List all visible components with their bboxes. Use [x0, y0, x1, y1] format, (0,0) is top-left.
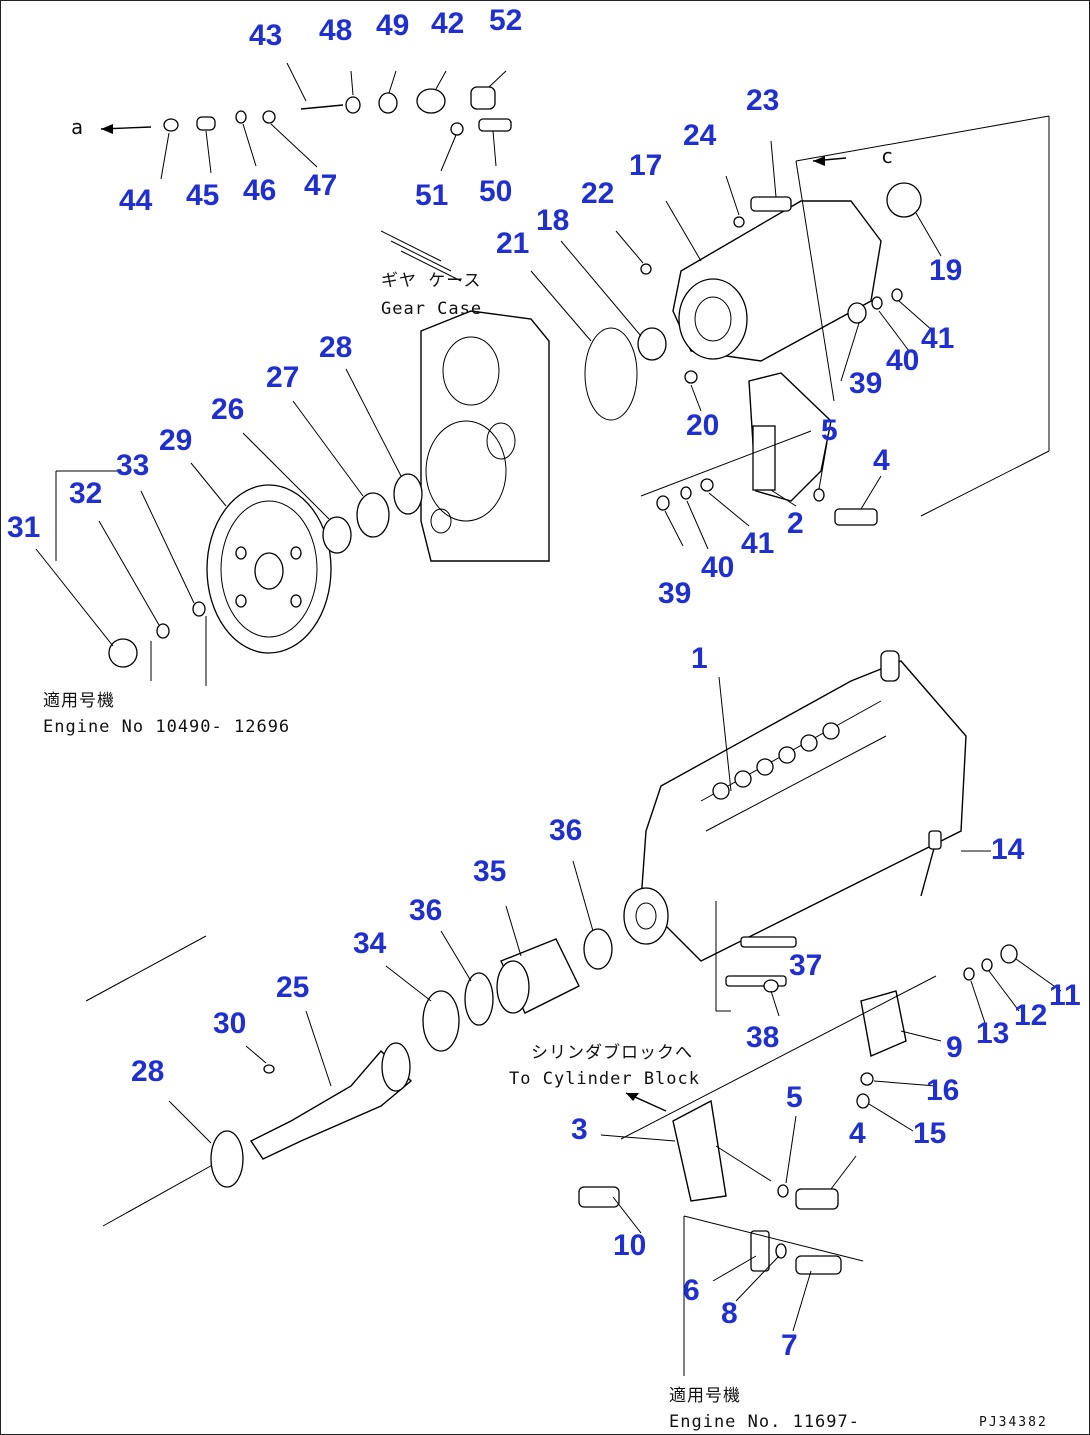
callout-16: 16 [926, 1074, 960, 1107]
callout-31: 31 [7, 511, 41, 544]
lower-bracket [578, 944, 1062, 1376]
callout-21: 21 [496, 227, 530, 260]
coupling-parts [85, 860, 613, 1227]
callout-32: 32 [69, 477, 103, 510]
serial-note-top-jp: 適用号機 [43, 691, 115, 711]
to-block-label-jp: シリンダブロックへ [531, 1043, 693, 1063]
callout-48: 48 [319, 14, 353, 47]
callout-26: 26 [211, 393, 245, 426]
callout-50: 50 [479, 175, 513, 208]
callout-19: 19 [929, 254, 963, 287]
callout-34: 34 [353, 927, 387, 960]
callout-22: 22 [581, 177, 615, 210]
callout-6: 6 [683, 1274, 700, 1307]
callout-28b: 28 [131, 1055, 165, 1088]
callout-14: 14 [991, 833, 1025, 866]
drive-housing [530, 115, 1050, 550]
callout-52: 52 [489, 4, 523, 37]
gear-case-label-en: Gear Case [381, 299, 483, 319]
callout-4a: 4 [873, 444, 890, 477]
callout-5a: 5 [821, 414, 838, 447]
callout-45: 45 [186, 179, 220, 212]
serial-note-bottom-en: Engine No. 11697- [669, 1412, 860, 1432]
callout-39b: 39 [658, 577, 692, 610]
callout-42: 42 [431, 7, 465, 40]
callout-25: 25 [276, 971, 310, 1004]
callout-38: 38 [746, 1021, 780, 1054]
callout-27: 27 [266, 361, 300, 394]
callout-1: 1 [691, 642, 708, 675]
serial-note-bottom-jp: 適用号機 [669, 1386, 741, 1406]
serial-note-top-en: Engine No 10490- 12696 [43, 717, 291, 737]
callout-46: 46 [243, 174, 277, 207]
callout-13: 13 [976, 1017, 1010, 1050]
callout-40b: 40 [701, 551, 735, 584]
callout-36b: 36 [409, 894, 443, 927]
callout-3: 3 [571, 1113, 588, 1146]
callout-4b: 4 [849, 1117, 866, 1150]
gear-case-label-jp: ギヤ ケース [381, 271, 482, 291]
marker-a: a [71, 115, 85, 139]
callout-43: 43 [249, 19, 283, 52]
callout-5b: 5 [786, 1081, 803, 1114]
callout-39a: 39 [849, 367, 883, 400]
callout-28a: 28 [319, 331, 353, 364]
to-block-label-en: To Cylinder Block [509, 1069, 700, 1089]
callout-36a: 36 [549, 814, 583, 847]
callout-37: 37 [789, 949, 823, 982]
drive-gear [35, 368, 423, 686]
callout-40a: 40 [886, 344, 920, 377]
callout-24: 24 [683, 119, 717, 152]
drawing-code: PJ34382 [979, 1415, 1048, 1430]
callout-30: 30 [213, 1007, 247, 1040]
callout-51: 51 [415, 179, 449, 212]
callout-12: 12 [1014, 999, 1048, 1032]
callout-10: 10 [613, 1229, 647, 1262]
marker-c: c [881, 144, 895, 168]
callout-9: 9 [946, 1031, 963, 1064]
callout-35: 35 [473, 855, 507, 888]
callout-2: 2 [787, 507, 804, 540]
callout-7: 7 [781, 1329, 798, 1362]
callout-23: 23 [746, 84, 780, 117]
top-small-parts [100, 62, 512, 180]
callout-8: 8 [721, 1297, 738, 1330]
callout-20: 20 [686, 409, 720, 442]
callout-29: 29 [159, 424, 193, 457]
callout-49: 49 [376, 9, 410, 42]
callout-18: 18 [536, 204, 570, 237]
callout-41b: 41 [741, 527, 775, 560]
callout-41a: 41 [921, 322, 955, 355]
gear-case [380, 230, 550, 562]
callout-17: 17 [629, 149, 663, 182]
callout-33: 33 [116, 449, 150, 482]
callout-11: 11 [1049, 979, 1081, 1012]
callout-47: 47 [304, 169, 338, 202]
callout-15: 15 [913, 1117, 947, 1150]
callout-44: 44 [119, 184, 153, 217]
